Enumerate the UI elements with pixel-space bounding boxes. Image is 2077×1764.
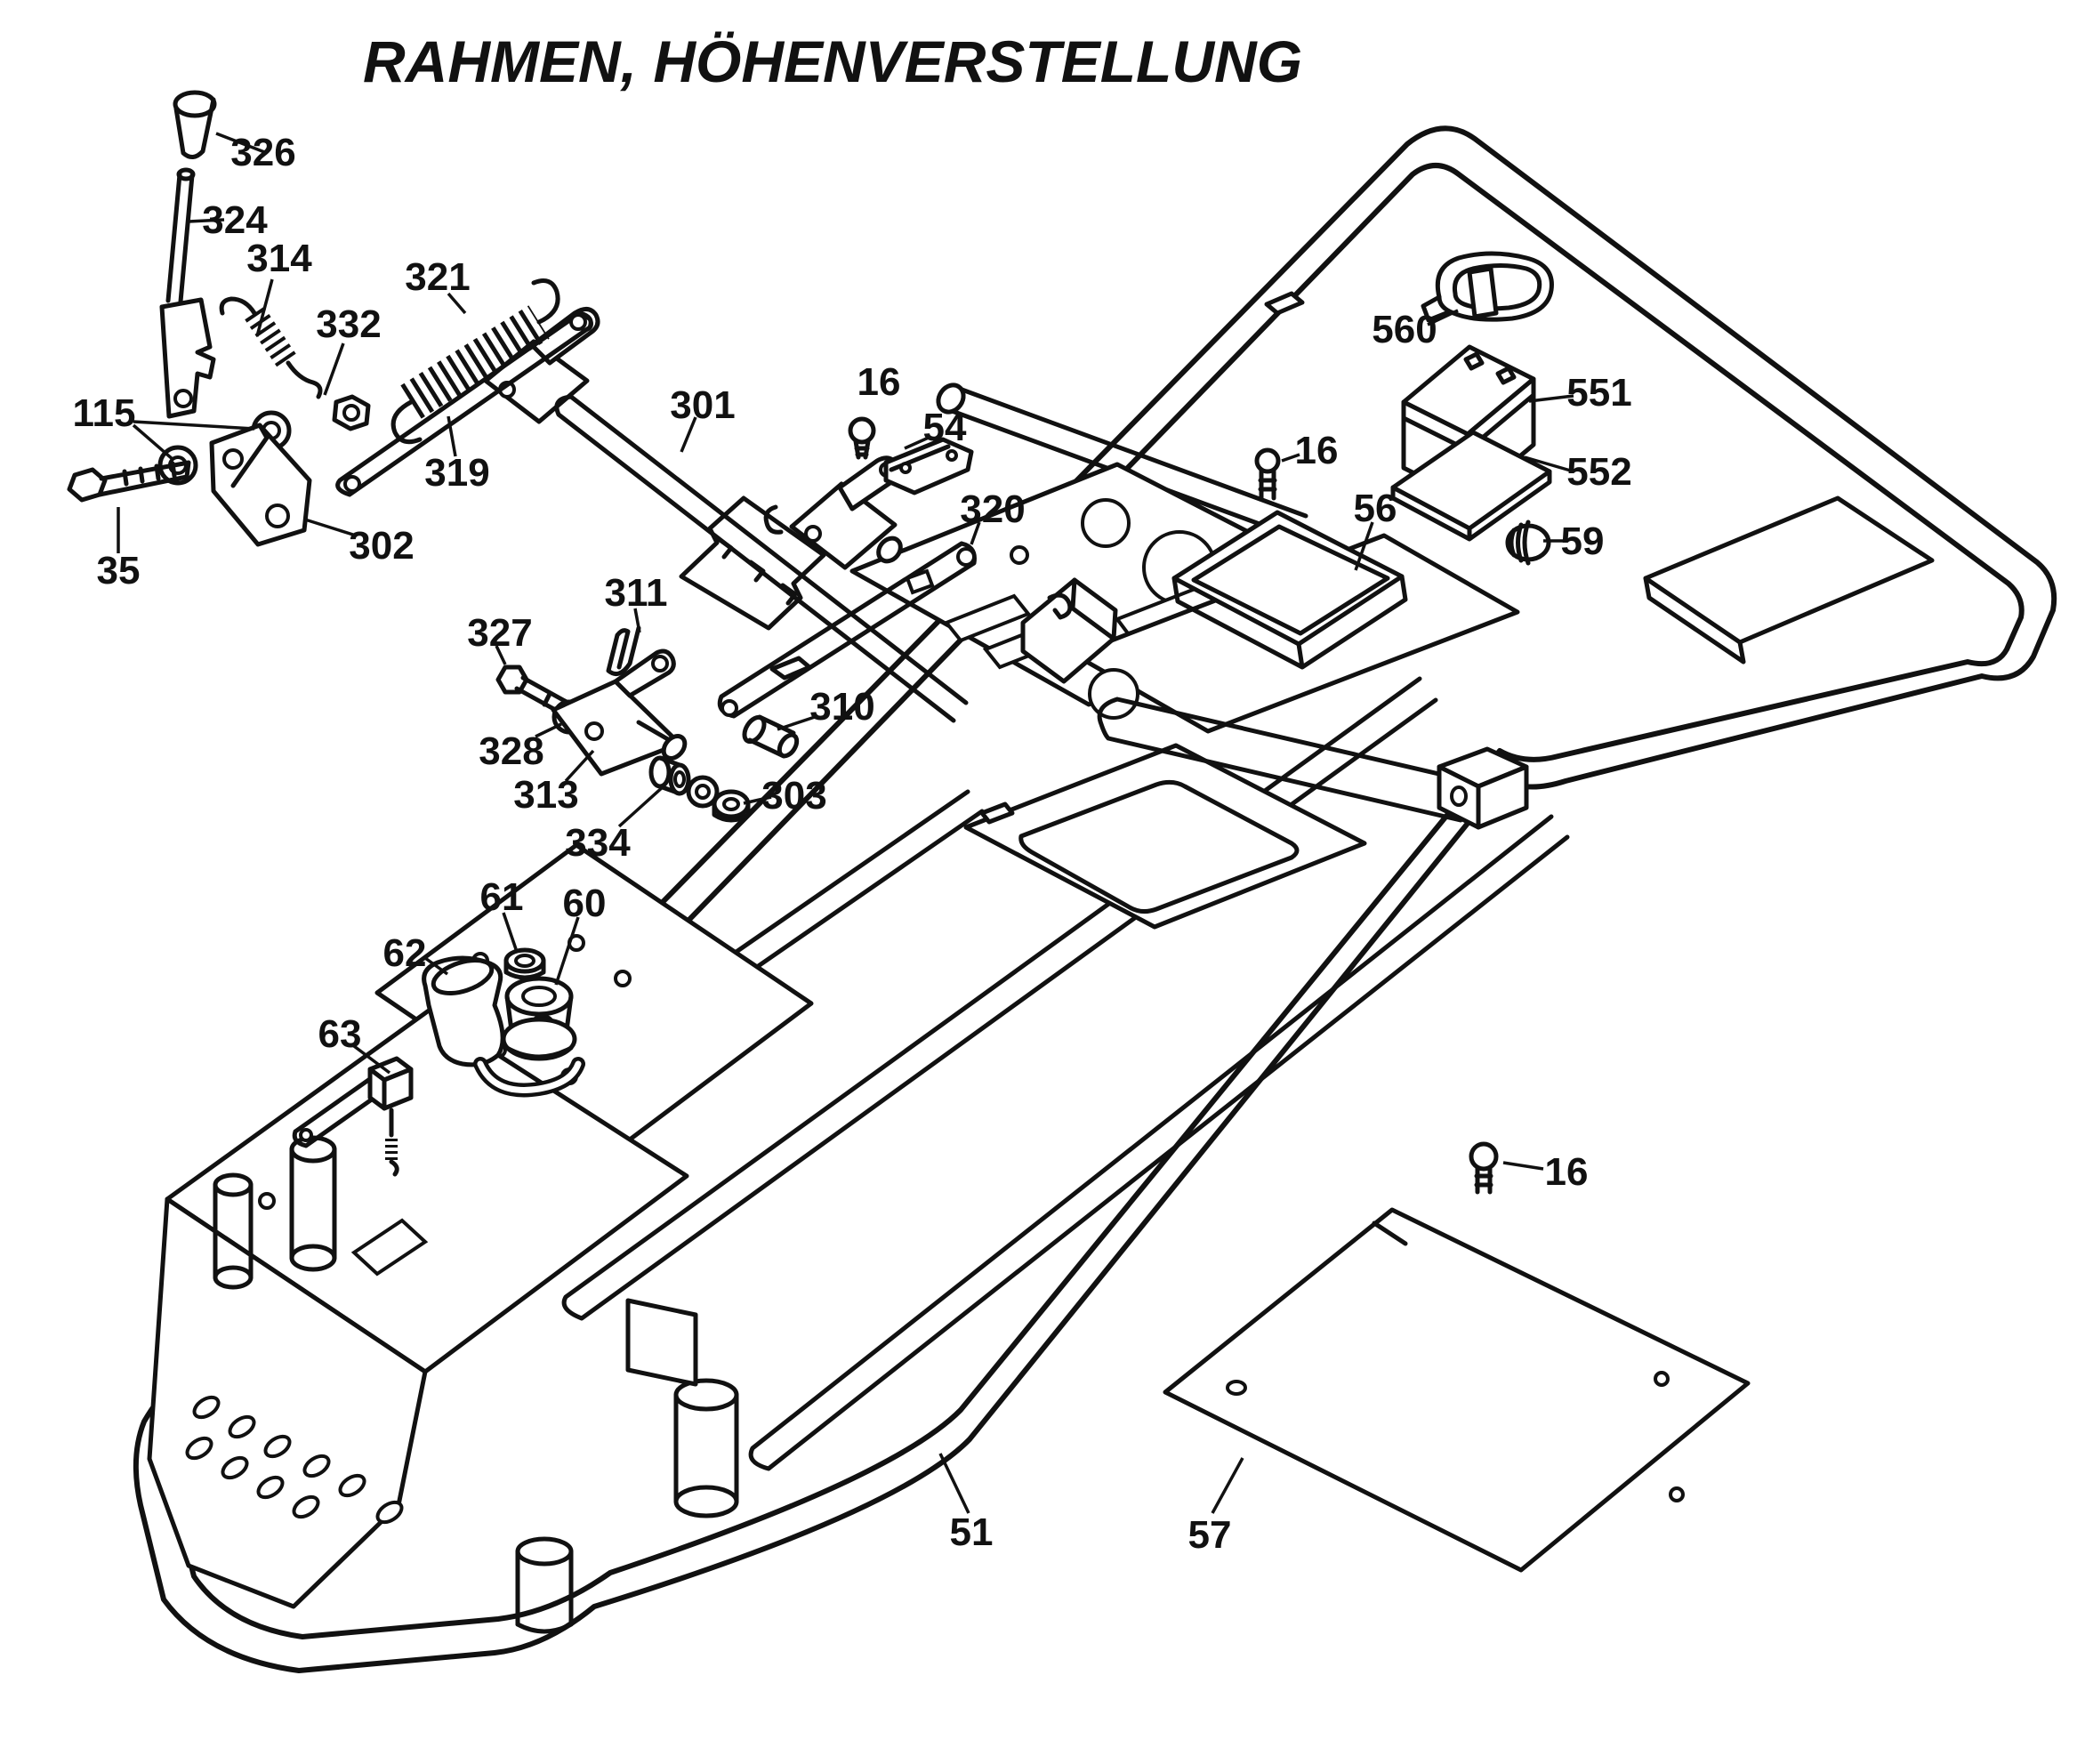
part-label-57: 57	[1188, 1513, 1232, 1557]
nut-332-drawing	[332, 394, 371, 431]
part-label-332: 332	[316, 302, 381, 346]
frame-perimeter	[133, 125, 2057, 1673]
part-labels: 326 324 314 321 332 115 301 16 54 320 35…	[73, 131, 1632, 1557]
part-label-60: 60	[563, 882, 607, 925]
part-label-51: 51	[950, 1510, 994, 1554]
part-label-314: 314	[246, 237, 312, 280]
part-label-63: 63	[318, 1012, 362, 1056]
latch-63-drawing	[292, 1056, 414, 1177]
diagram-title: RAHMEN, HÖHENVERSTELLUNG	[363, 28, 1302, 94]
part-label-560: 560	[1372, 308, 1437, 351]
screw-16-bottom-drawing	[1469, 1141, 1499, 1195]
part-label-310: 310	[809, 685, 874, 729]
part-label-56: 56	[1354, 487, 1397, 530]
channel-bracket	[1020, 577, 1118, 684]
bracket-302-drawing	[209, 423, 312, 547]
frame-inner-rails	[561, 676, 1570, 1471]
lift-crank-assembly-2	[763, 455, 903, 570]
washer-303-group-drawing	[686, 775, 751, 823]
part-label-551: 551	[1566, 371, 1631, 415]
boot-62-drawing	[422, 955, 585, 1098]
part-label-334: 334	[565, 821, 631, 865]
right-deck-plate	[1643, 495, 1935, 665]
part-label-62: 62	[383, 931, 427, 975]
part-label-320: 320	[960, 487, 1025, 531]
screw-16-top-drawing	[848, 416, 876, 460]
clip-311-drawing	[606, 625, 641, 677]
bracket-54-drawing	[883, 437, 974, 495]
leader-lines	[117, 132, 1574, 1514]
strap-560-drawing	[1421, 251, 1554, 323]
part-label-326: 326	[230, 131, 295, 174]
part-label-59: 59	[1561, 520, 1605, 563]
rear-handle-tube	[1097, 697, 1529, 830]
part-label-54: 54	[923, 406, 967, 449]
part-label-324: 324	[202, 198, 268, 242]
part-label-16-battery: 16	[1295, 429, 1339, 472]
part-label-327: 327	[467, 611, 532, 655]
spring-321-drawing	[390, 278, 560, 445]
part-label-303: 303	[761, 774, 826, 818]
part-label-313: 313	[513, 773, 578, 817]
part-label-552: 552	[1566, 450, 1631, 494]
part-label-115: 115	[73, 391, 136, 435]
hatch-plate	[963, 743, 1367, 930]
part-label-328: 328	[479, 729, 543, 773]
plate-552-drawing	[1390, 430, 1552, 542]
part-label-301: 301	[670, 383, 735, 427]
tray-56-drawing	[1171, 510, 1408, 670]
part-label-16-top: 16	[857, 360, 901, 404]
part-label-302: 302	[349, 524, 414, 568]
part-label-319: 319	[424, 451, 489, 495]
rod-301-drawing	[554, 394, 969, 723]
nut-61-drawing	[503, 947, 546, 980]
lever-324-drawing	[159, 167, 216, 419]
bushing-60-drawing	[501, 976, 577, 1061]
part-label-35: 35	[97, 549, 141, 592]
part-label-16-bottom: 16	[1545, 1150, 1589, 1194]
front-posts	[213, 1135, 337, 1290]
bottom-cylinders	[515, 1298, 739, 1634]
link-bar-320-drawing	[717, 541, 977, 719]
knob-326-drawing	[173, 90, 217, 159]
plug-59-drawing	[1505, 520, 1551, 566]
bolt-35-drawing	[67, 460, 191, 503]
screw-16-battery-drawing	[1254, 447, 1281, 501]
spring-314-drawing	[219, 296, 323, 399]
pin-310-drawing	[742, 714, 800, 759]
link-bar-319-drawing	[335, 310, 593, 497]
crank-313-drawing	[551, 648, 688, 777]
frame-cross-tube	[936, 383, 1308, 539]
part-label-321: 321	[405, 255, 470, 299]
part-label-61: 61	[480, 875, 524, 919]
part-label-311: 311	[605, 571, 668, 615]
bushing-334-drawing	[648, 755, 691, 796]
rear-floor-plate-57	[1163, 1207, 1751, 1573]
